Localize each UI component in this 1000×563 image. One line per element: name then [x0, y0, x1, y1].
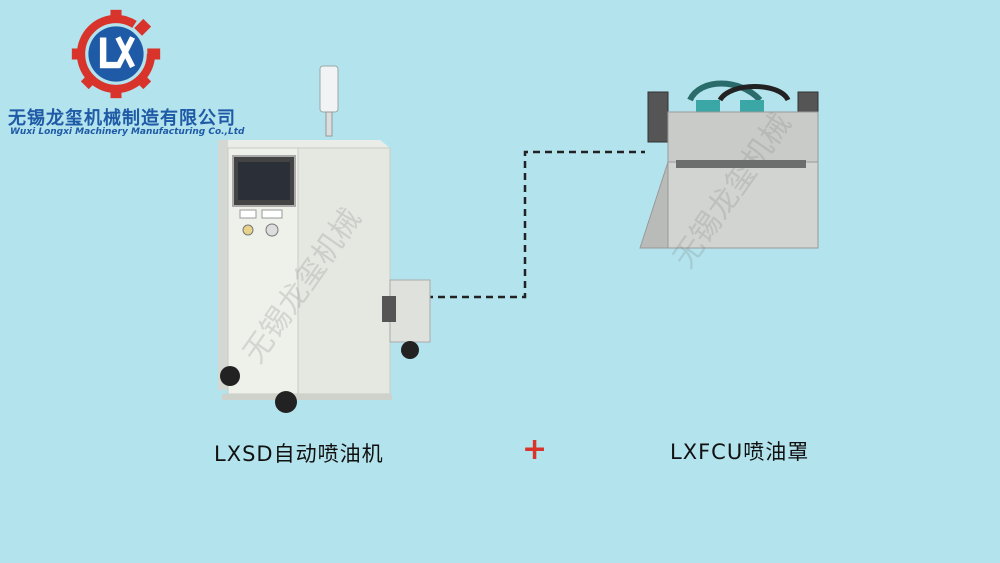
lxsd-machine-image — [218, 65, 431, 413]
lxfcu-hood-image — [639, 80, 819, 249]
company-name-en: Wuxi Longxi Machinery Manufacturing Co.,… — [10, 127, 245, 137]
lxsd-label: LXSD自动喷油机 — [214, 442, 384, 466]
company-logo-icon — [71, 9, 161, 99]
lxfcu-label: LXFCU喷油罩 — [670, 440, 810, 464]
plus-sign: + — [522, 432, 548, 467]
company-name-cn: 无锡龙玺机械制造有限公司 — [8, 108, 236, 129]
